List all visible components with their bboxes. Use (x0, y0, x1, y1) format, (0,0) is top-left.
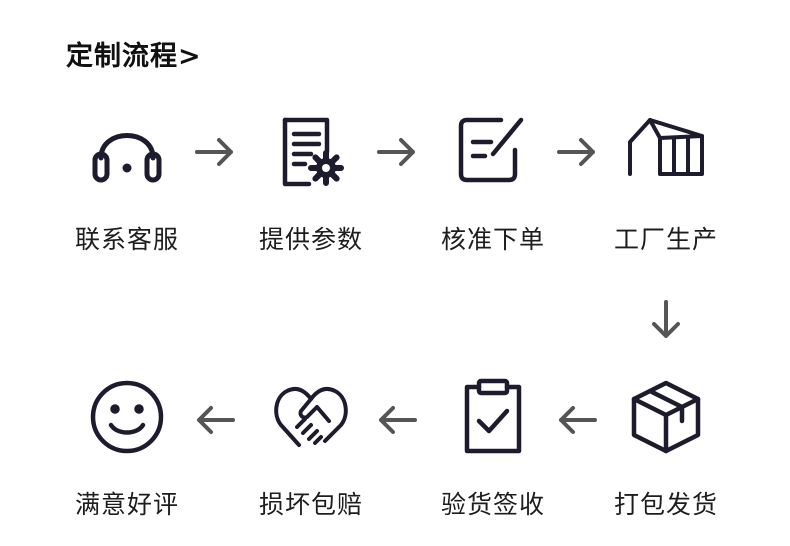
page-title: 定制流程> (66, 41, 202, 72)
step-label: 工厂生产 (613, 225, 718, 254)
step-label: 验货签收 (440, 490, 545, 519)
heart-handshake-icon (271, 377, 351, 457)
arrow-left-icon (555, 398, 599, 442)
step-label: 满意好评 (74, 490, 179, 519)
edit-form-icon (453, 112, 533, 192)
arrow-right-icon (193, 130, 237, 174)
step-label: 损坏包赔 (258, 490, 363, 519)
clipboard-check-icon (453, 377, 533, 457)
arrow-left-icon (375, 398, 419, 442)
package-box-icon (626, 377, 706, 457)
step-label: 联系客服 (74, 225, 179, 254)
arrow-down-icon (644, 298, 688, 342)
arrow-right-icon (555, 130, 599, 174)
smiley-face-icon (87, 377, 167, 457)
headset-icon (87, 112, 167, 192)
step-label: 核准下单 (440, 225, 545, 254)
arrow-right-icon (375, 130, 419, 174)
step-label: 打包发货 (613, 490, 718, 519)
arrow-left-icon (193, 398, 237, 442)
factory-icon (626, 112, 706, 192)
document-gear-icon (271, 112, 351, 192)
step-label: 提供参数 (258, 225, 363, 254)
